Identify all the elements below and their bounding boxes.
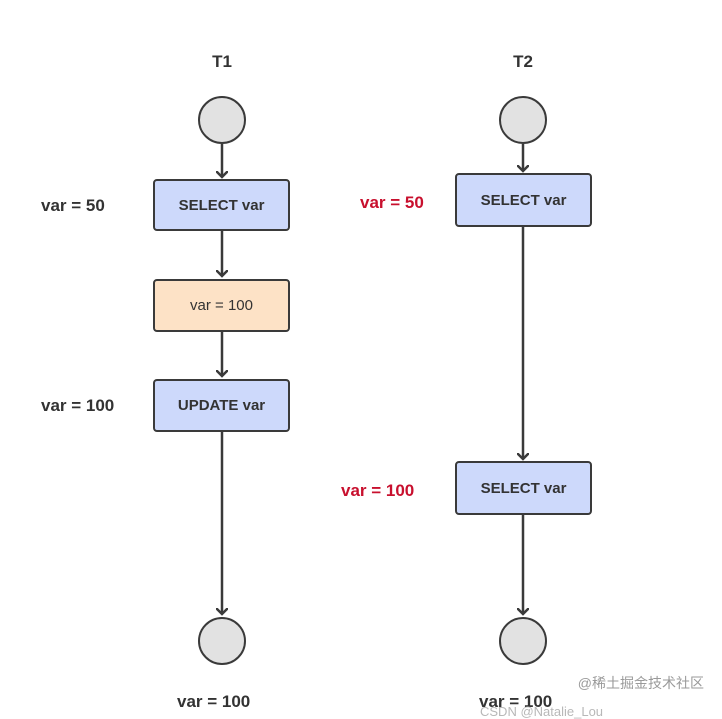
t2-select-box-2: SELECT var	[455, 461, 592, 515]
t1-select-box: SELECT var	[153, 179, 290, 231]
t1-end-node	[198, 617, 246, 665]
t2-step2-value: var = 100	[341, 481, 415, 500]
watermark: @稀土掘金技术社区	[577, 675, 704, 691]
t2-title: T2	[513, 52, 533, 71]
t2-start-node	[499, 96, 547, 144]
t2-select-box-1: SELECT var	[455, 173, 592, 227]
t1-title: T1	[212, 52, 232, 71]
t1-update-box: UPDATE var	[153, 379, 290, 432]
t1-step1-value: var = 50	[41, 196, 105, 215]
t1-start-node	[198, 96, 246, 144]
t2-end-node	[499, 617, 547, 665]
t2-step1-value: var = 50	[360, 193, 424, 212]
t1-end-value: var = 100	[177, 692, 251, 711]
t1-step3-value: var = 100	[41, 396, 115, 415]
t1-assign-box: var = 100	[153, 279, 290, 332]
watermark-csdn: CSDN @Natalie_Lou	[480, 704, 604, 719]
t2-end-value: var = 100	[479, 692, 553, 711]
